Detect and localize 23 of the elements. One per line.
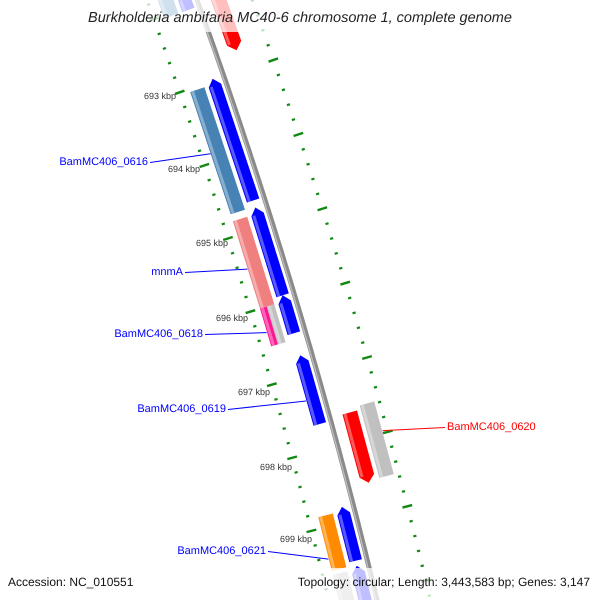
scale-label: 696 kbp: [216, 314, 248, 323]
leader-line: [150, 153, 211, 163]
gene-bar: [360, 401, 394, 478]
gene-label: BamMC406_0621: [177, 546, 266, 557]
gene-bar: [296, 355, 326, 426]
gene-label: BamMC406_0620: [447, 422, 536, 433]
gene-bar: [232, 216, 274, 309]
scale-label: 698 kbp: [260, 463, 292, 472]
footer-text: Topology: circular; Length: 3,443,583 bp; Genes: 3,147: [298, 576, 590, 588]
scale-label: 694 kbp: [168, 165, 200, 174]
leader-line: [268, 551, 329, 560]
leader-line: [228, 400, 307, 410]
footer-text: Accession: NC_010551: [8, 576, 134, 588]
leader-line: [382, 427, 446, 432]
gene-label: BamMC406_0616: [59, 157, 148, 168]
gene-label: mnmA: [151, 267, 183, 278]
gene-label: BamMC406_0618: [114, 329, 203, 340]
gene-bar: [260, 306, 278, 346]
title: Burkholderia ambifaria MC40-6 chromosome 1, complete genome: [87, 11, 513, 26]
scale-label: 697 kbp: [238, 388, 270, 397]
leader-line: [184, 268, 248, 273]
gene-bar: [318, 514, 346, 571]
gene-label: BamMC406_0619: [137, 404, 226, 415]
